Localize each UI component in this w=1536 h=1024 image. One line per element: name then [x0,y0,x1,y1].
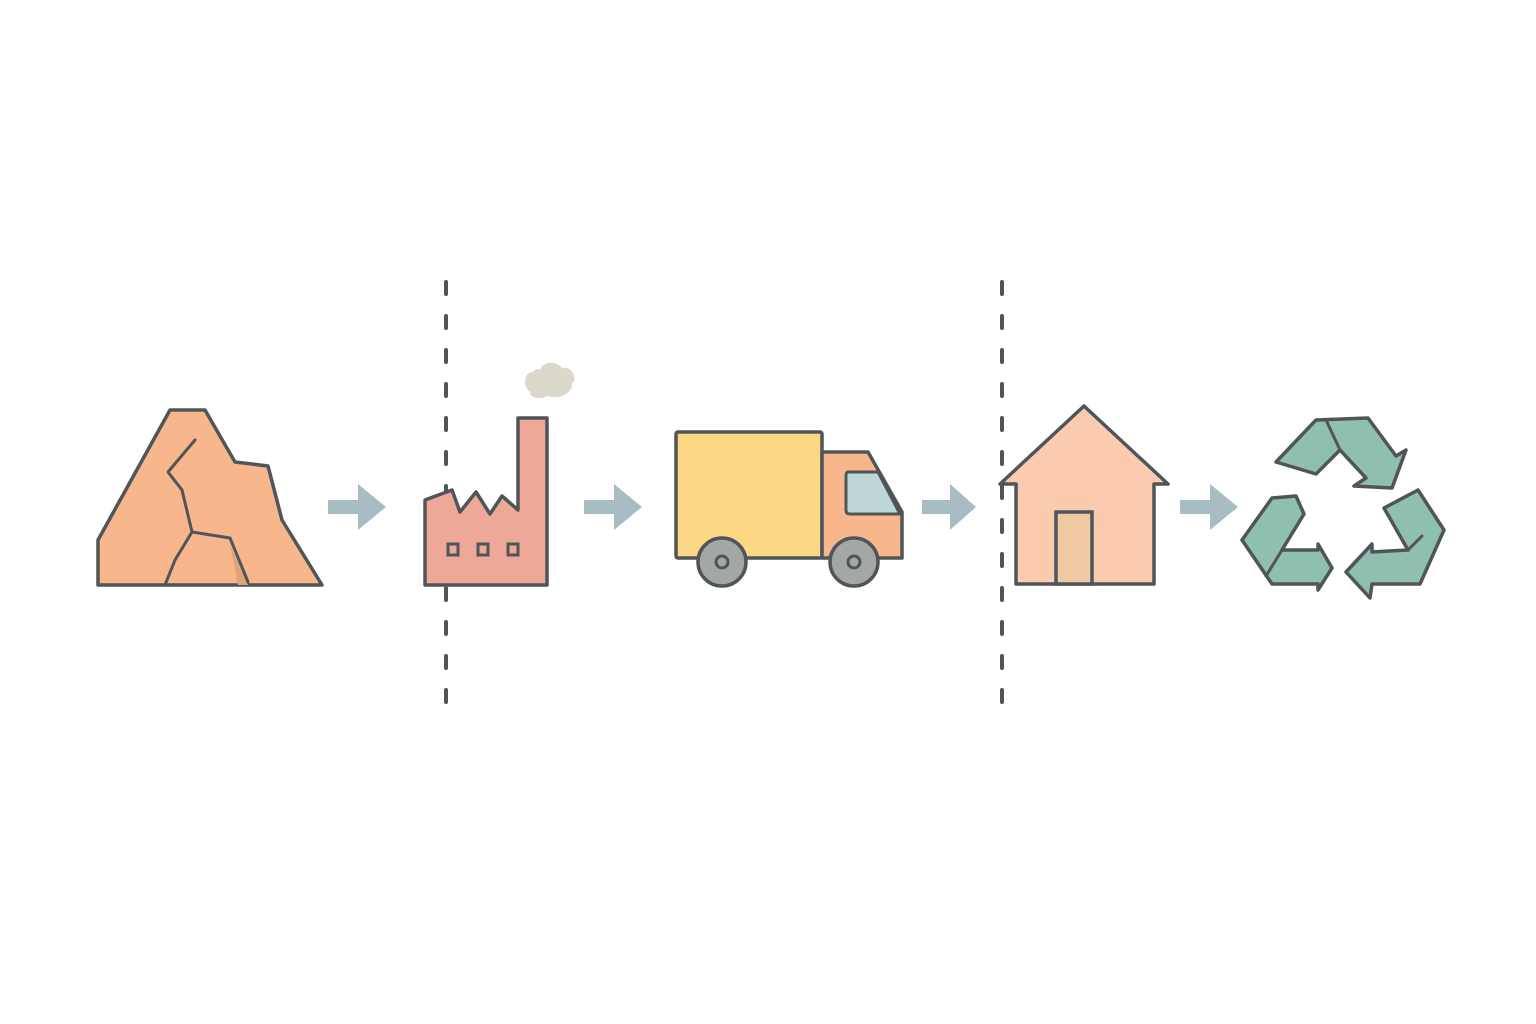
truck-wheel [828,536,880,588]
right-arrow-icon [922,484,976,530]
truck-wheel [696,536,748,588]
factory-window [446,542,460,557]
right-arrow-icon [1180,484,1238,530]
rock-mountain-icon [96,408,324,587]
truck-cargo-box [674,430,824,560]
factory-window [476,542,490,557]
recycle-icon [1240,416,1446,600]
truck-window [844,470,902,516]
factory-icon [423,362,575,587]
factory-window [506,542,520,557]
house-icon [998,404,1170,586]
right-arrow-icon [328,484,386,530]
house-door [1054,510,1094,586]
delivery-truck-icon [674,430,904,588]
right-arrow-icon [584,484,642,530]
smoke-cloud [524,362,575,399]
